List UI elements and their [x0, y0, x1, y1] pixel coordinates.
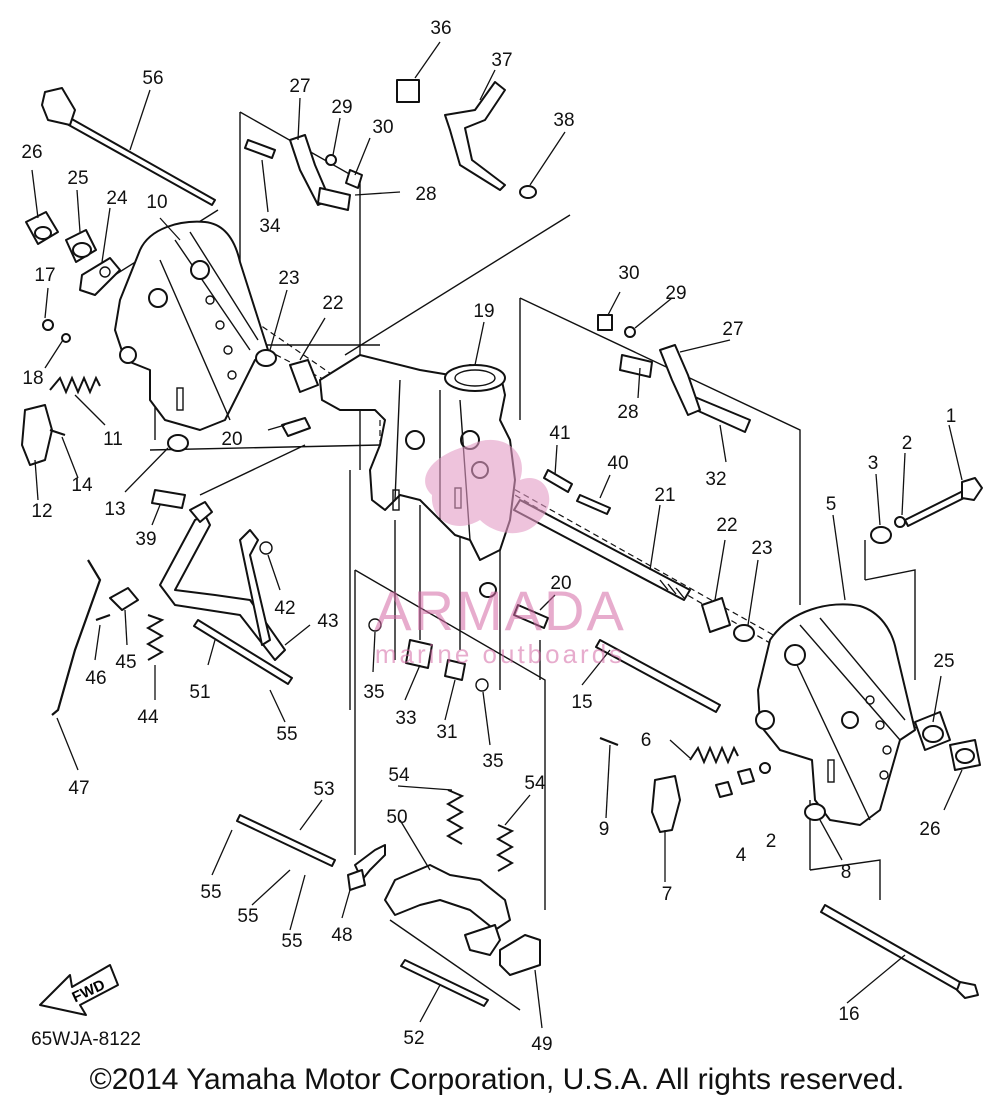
label-48: 48: [331, 925, 352, 946]
label-12: 12: [31, 501, 52, 522]
label-43: 43: [317, 611, 338, 632]
label-2: 2: [902, 433, 913, 454]
label-10: 10: [146, 192, 167, 213]
label-51: 51: [189, 682, 210, 703]
label-3: 3: [868, 453, 879, 474]
label-56: 56: [142, 68, 163, 89]
label-50: 50: [386, 807, 407, 828]
label-27: 27: [289, 76, 310, 97]
label-40: 40: [607, 453, 628, 474]
diagram-code: 65WJA-8122: [31, 1029, 141, 1050]
label-9: 9: [599, 819, 610, 840]
tilt-support-levers: [159, 501, 286, 661]
label-29: 29: [665, 283, 686, 304]
clamp-bracket-port: [114, 220, 269, 431]
label-19: 19: [473, 301, 494, 322]
shafts: [21, 81, 983, 1007]
label-33: 33: [395, 708, 416, 729]
label-13: 13: [104, 499, 125, 520]
clamp-bracket-starboard: [755, 603, 916, 826]
label-5: 5: [826, 494, 837, 515]
label-29: 29: [331, 97, 352, 118]
copyright-notice: ©2014 Yamaha Motor Corporation, U.S.A. A…: [90, 1063, 905, 1096]
label-8: 8: [841, 862, 852, 883]
label-39: 39: [135, 529, 156, 550]
label-54: 54: [388, 765, 410, 786]
label-22: 22: [322, 293, 343, 314]
fwd-arrow-icon: FWD: [39, 964, 119, 1016]
label-36: 36: [430, 18, 451, 39]
label-54: 54: [524, 773, 546, 794]
label-23: 23: [278, 268, 299, 289]
label-47: 47: [68, 778, 89, 799]
label-leaders: [31, 41, 963, 1029]
label-21: 21: [654, 485, 675, 506]
label-28: 28: [617, 402, 638, 423]
label-20: 20: [221, 429, 242, 450]
label-6: 6: [641, 730, 652, 751]
label-32: 32: [705, 469, 726, 490]
label-14: 14: [71, 475, 93, 496]
label-11: 11: [103, 429, 123, 450]
label-2: 2: [766, 831, 777, 852]
label-17: 17: [34, 265, 55, 286]
small-parts: [25, 79, 981, 891]
label-23: 23: [751, 538, 772, 559]
tilt-lock-lever: [354, 844, 541, 976]
callout-labels: 1 2 2 3 4 5 6 7 8 9 10 11 12 13 14 15 16…: [21, 18, 956, 1055]
label-55: 55: [200, 882, 221, 903]
label-30: 30: [372, 117, 393, 138]
label-7: 7: [662, 884, 673, 905]
label-1: 1: [946, 406, 957, 427]
label-53: 53: [313, 779, 334, 800]
label-28: 28: [415, 184, 436, 205]
label-46: 46: [85, 668, 106, 689]
label-41: 41: [549, 423, 570, 444]
label-55: 55: [281, 931, 302, 952]
label-35: 35: [363, 682, 384, 703]
label-34: 34: [259, 216, 281, 237]
label-55: 55: [237, 906, 258, 927]
label-49: 49: [531, 1034, 552, 1055]
label-25: 25: [67, 168, 88, 189]
label-25: 25: [933, 651, 954, 672]
label-52: 52: [403, 1028, 424, 1049]
label-45: 45: [115, 652, 136, 673]
label-18: 18: [22, 368, 43, 389]
label-15: 15: [571, 692, 592, 713]
label-20: 20: [550, 573, 571, 594]
label-4: 4: [736, 845, 747, 866]
label-26: 26: [919, 819, 940, 840]
label-26: 26: [21, 142, 42, 163]
armada-watermark: ARMADA marine outboards: [374, 439, 626, 669]
watermark-tagline: marine outboards: [375, 639, 625, 669]
label-30: 30: [618, 263, 639, 284]
label-31: 31: [436, 722, 457, 743]
label-24: 24: [106, 188, 128, 209]
label-55: 55: [276, 724, 297, 745]
springs: [49, 375, 739, 872]
label-42: 42: [274, 598, 295, 619]
label-27: 27: [722, 319, 743, 340]
label-22: 22: [716, 515, 737, 536]
watermark-logo-shape: [425, 439, 550, 534]
watermark-name: ARMADA: [374, 579, 626, 642]
label-38: 38: [553, 110, 574, 131]
label-44: 44: [137, 707, 159, 728]
label-16: 16: [838, 1004, 859, 1025]
label-35: 35: [482, 751, 503, 772]
label-37: 37: [491, 50, 512, 71]
